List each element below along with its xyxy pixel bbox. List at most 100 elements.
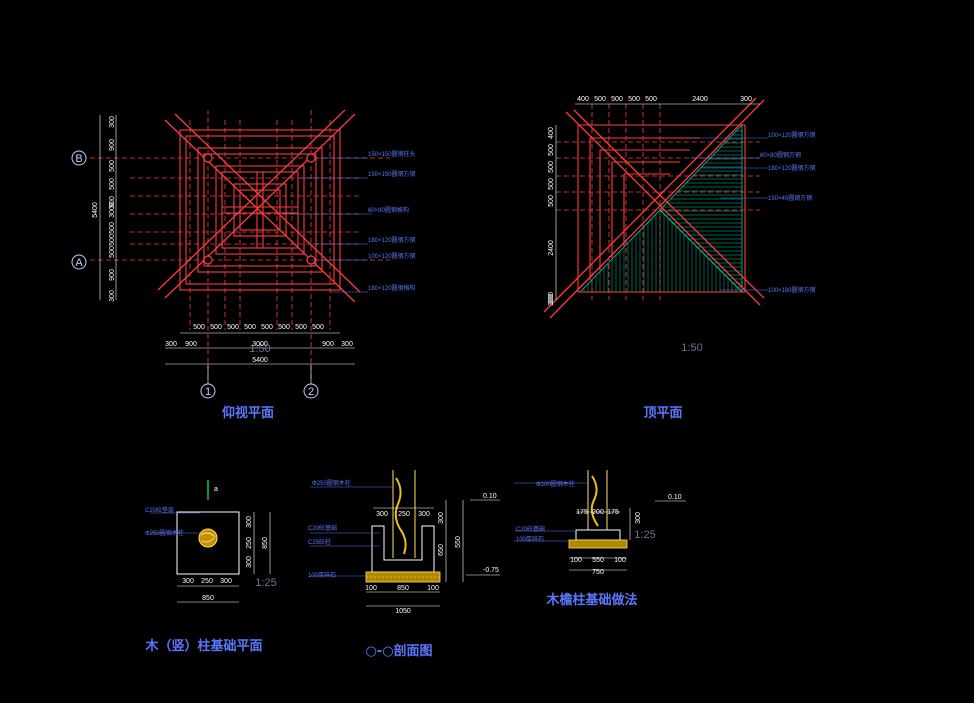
dim-bottom-mid: 3000 — [252, 341, 268, 348]
plan-right-scale: 1:50 — [681, 342, 702, 354]
hip-beams-left — [157, 109, 361, 303]
column-gravel-bed — [568, 539, 628, 549]
note-sec: C25砼柱 — [308, 538, 331, 546]
dim-sec-bottom-total: 1050 — [395, 608, 411, 615]
level-col: 0.10 — [668, 494, 682, 501]
column-pedestal — [575, 529, 621, 541]
dim-right-left: 400 — [548, 127, 555, 139]
note-sec: C20砼基础 — [308, 524, 337, 532]
section-title: ○-○剖面图 — [365, 643, 432, 659]
dim-right-top: 300 — [740, 96, 752, 103]
leaders-left — [282, 157, 372, 293]
dim-sec-bottom: 100 — [427, 585, 439, 592]
note-col: C20砼基础 — [516, 525, 545, 533]
dim-bottom-inner: 500 — [261, 324, 273, 331]
axis-grid-left — [90, 110, 390, 380]
dim-left-v: 500 — [109, 178, 116, 190]
dim-fp-bottom: 300 — [182, 578, 194, 585]
plan-view-right — [543, 97, 768, 319]
dim-left-v: 300 — [109, 116, 116, 128]
dim-right-top: 500 — [628, 96, 640, 103]
dim-col-top: 175 — [576, 509, 588, 516]
foundation-section-detail — [310, 470, 500, 607]
dim-bottom-inner: 500 — [244, 324, 256, 331]
axis-label-1: 1 — [205, 386, 211, 398]
dim-left-v: 500 — [109, 160, 116, 172]
dim-chain-right — [555, 103, 760, 300]
dim-right-top: 500 — [594, 96, 606, 103]
dim-right-left: 300 — [548, 294, 555, 306]
dim-bottom-total: 5400 — [252, 357, 268, 364]
note-fp-0: C20砼垫层 — [145, 506, 174, 514]
dim-bottom-mid: 300 — [165, 341, 177, 348]
column-footing-title: 木檐柱基础做法 — [545, 592, 637, 608]
dim-sec-top: 300 — [418, 511, 430, 518]
dim-bottom-inner: 500 — [193, 324, 205, 331]
dim-chain-left-horizontal — [165, 332, 355, 384]
dim-left-total: 5400 — [92, 202, 99, 218]
plan-left-scale: 1:50 — [249, 343, 270, 355]
hip-beams-right — [543, 97, 765, 319]
column-footing-detail — [514, 470, 686, 571]
member-note-right: 150×40圆钢方钢 — [768, 194, 812, 202]
leaders-section — [310, 486, 393, 577]
wood-column-section — [198, 528, 218, 548]
roof-hatch-lines-horizontal — [661, 130, 742, 288]
dim-chain-left-vertical — [99, 115, 117, 300]
dim-fp-bottom-total: 850 — [202, 595, 214, 602]
dim-col-bottom: 550 — [592, 557, 604, 564]
dim-right-left: 300 — [548, 292, 555, 304]
dim-bottom-inner: 500 — [295, 324, 307, 331]
dim-fp-right: 250 — [246, 537, 253, 549]
dim-right-top: 500 — [611, 96, 623, 103]
level-sec-bottom: -0.75 — [483, 567, 499, 574]
dim-sec-right: 550 — [455, 536, 462, 548]
dim-left-v: 900 — [109, 269, 116, 281]
dim-fp-bottom: 250 — [201, 578, 213, 585]
dim-left-v: 500 — [109, 246, 116, 258]
dim-sec-top: 300 — [376, 511, 388, 518]
roof-hatch-lines-vertical — [583, 210, 737, 292]
foundation-plan-detail — [150, 480, 271, 603]
dim-sec-right: 650 — [438, 544, 445, 556]
member-note-left: 150×150圆钢柱头 — [368, 150, 416, 158]
wood-grain — [394, 477, 407, 555]
dim-lines-column — [569, 508, 631, 571]
dim-col-bottom: 100 — [614, 557, 626, 564]
plan-view-left — [71, 109, 390, 399]
dim-bottom-mid: 300 — [341, 341, 353, 348]
note-sec: 100厚碎石 — [308, 571, 336, 579]
dim-right-left: 500 — [548, 144, 555, 156]
dim-fp-right-total: 850 — [262, 537, 269, 549]
dim-sec-bottom: 100 — [365, 585, 377, 592]
dim-bottom-inner: 500 — [227, 324, 239, 331]
dim-sec-right: 300 — [438, 512, 445, 524]
plan-right-title: 顶平面 — [643, 406, 682, 421]
dim-bottom-mid: 900 — [322, 341, 334, 348]
dim-right-top: 500 — [645, 96, 657, 103]
note-sec: Φ250圆钢木柱 — [312, 479, 351, 487]
dim-col-right: 300 — [635, 512, 642, 524]
dim-left-v: 500 — [109, 222, 116, 234]
dim-fp-right: 300 — [246, 516, 253, 528]
note-col: Φ200圆钢木柱 — [536, 480, 575, 488]
member-note-right: 100×120圆钢方钢 — [768, 131, 816, 139]
dim-sec-bottom: 850 — [397, 585, 409, 592]
dim-bottom-inner: 500 — [312, 324, 324, 331]
note-col: 100厚碎石 — [516, 535, 544, 543]
dim-right-top: 400 — [577, 96, 589, 103]
dim-left-v: 3000 — [109, 202, 116, 218]
leaders-column — [514, 482, 588, 542]
axis-label-b: B — [75, 153, 82, 165]
axis-label-2: 2 — [308, 386, 314, 398]
dim-right-left: 500 — [548, 178, 555, 190]
footing-outline — [176, 511, 240, 575]
member-note-left: 60×80圆钢格构 — [368, 206, 409, 214]
note-fp-1: Φ250圆钢木柱 — [145, 529, 184, 537]
axis-label-a: A — [75, 257, 83, 269]
dim-col-bottom-total: 750 — [592, 569, 604, 576]
member-note-right: 100×180圆钢方钢 — [768, 286, 816, 294]
dim-lines-foundation-plan — [177, 512, 271, 603]
